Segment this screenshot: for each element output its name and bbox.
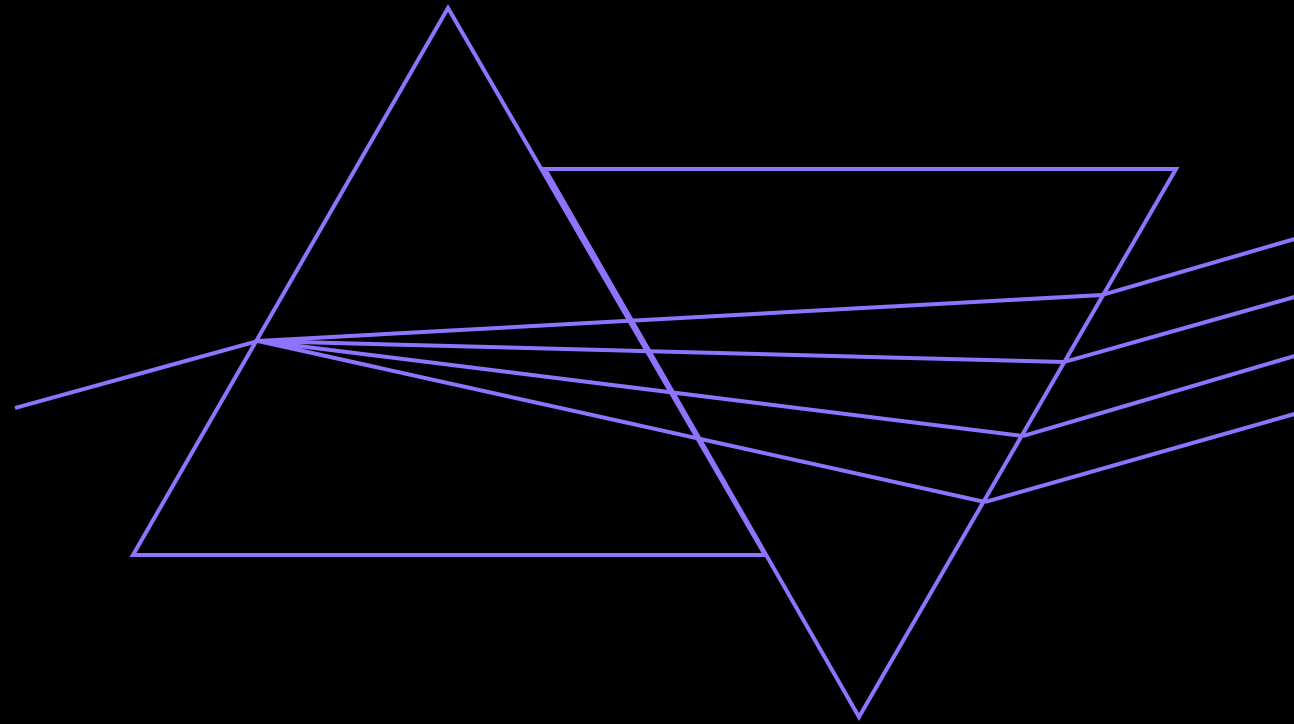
dispersed-ray-4: [258, 341, 985, 502]
dispersed-ray-1: [258, 295, 1102, 341]
left-prism-outline: [133, 8, 765, 555]
dispersed-ray-2: [258, 341, 1064, 362]
dispersed-ray-3: [258, 341, 1023, 436]
right-prism-outline: [545, 169, 1176, 717]
outgoing-ray-4: [985, 413, 1294, 502]
